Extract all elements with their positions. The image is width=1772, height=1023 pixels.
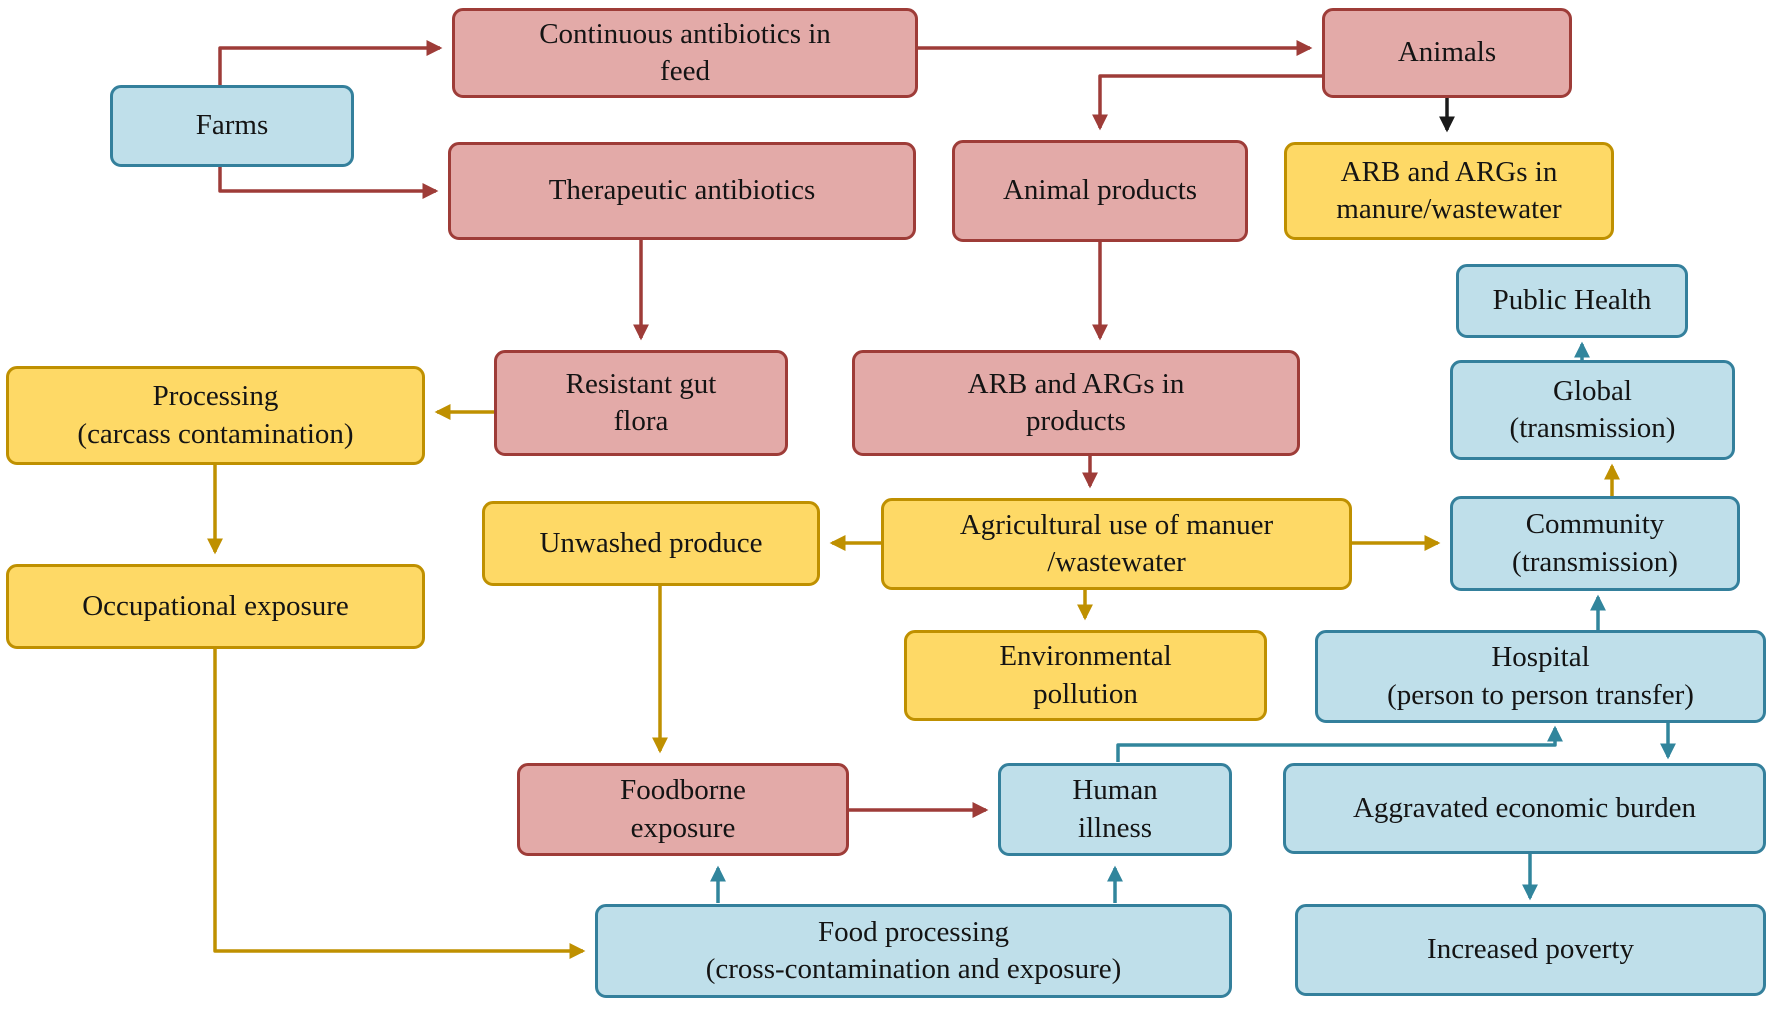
node-increased-poverty: Increased poverty — [1295, 904, 1766, 996]
node-animal-products: Animal products — [952, 140, 1248, 242]
arrow-occupational-to-food-processing — [213, 649, 586, 959]
node-community-transmission: Community (transmission) — [1450, 496, 1740, 591]
node-therapeutic-antibiotics: Therapeutic antibiotics — [448, 142, 916, 240]
node-public-health: Public Health — [1456, 264, 1688, 338]
node-environmental-pollution: Environmental pollution — [904, 630, 1267, 721]
node-global-transmission: Global (transmission) — [1450, 360, 1735, 460]
node-arb-args-manure-wastewater: ARB and ARGs in manure/wastewater — [1284, 142, 1614, 240]
node-arb-args-in-products: ARB and ARGs in products — [852, 350, 1300, 456]
node-aggravated-economic-burden: Aggravated economic burden — [1283, 763, 1766, 854]
node-farms: Farms — [110, 85, 354, 167]
node-continuous-antibiotics-in-feed: Continuous antibiotics in feed — [452, 8, 918, 98]
node-hospital-person-to-person-transfer: Hospital (person to person transfer) — [1315, 630, 1766, 723]
arrow-animals-to-animal-products — [1092, 74, 1322, 131]
node-food-processing-cross-contamination: Food processing (cross-contamination and… — [595, 904, 1232, 998]
arrow-farms-to-therapeutic — [218, 166, 439, 199]
node-resistant-gut-flora: Resistant gut flora — [494, 350, 788, 456]
node-animals: Animals — [1322, 8, 1572, 98]
arrow-farms-to-feed — [218, 40, 443, 86]
node-processing-carcass-contamination: Processing (carcass contamination) — [6, 366, 425, 465]
node-occupational-exposure: Occupational exposure — [6, 564, 425, 649]
node-agricultural-use-of-manure-wastewater: Agricultural use of manuer /wastewater — [881, 498, 1352, 590]
node-foodborne-exposure: Foodborne exposure — [517, 763, 849, 856]
node-human-illness: Human illness — [998, 763, 1232, 856]
arrow-human-illness-to-hospital — [1116, 725, 1563, 762]
node-unwashed-produce: Unwashed produce — [482, 501, 820, 586]
